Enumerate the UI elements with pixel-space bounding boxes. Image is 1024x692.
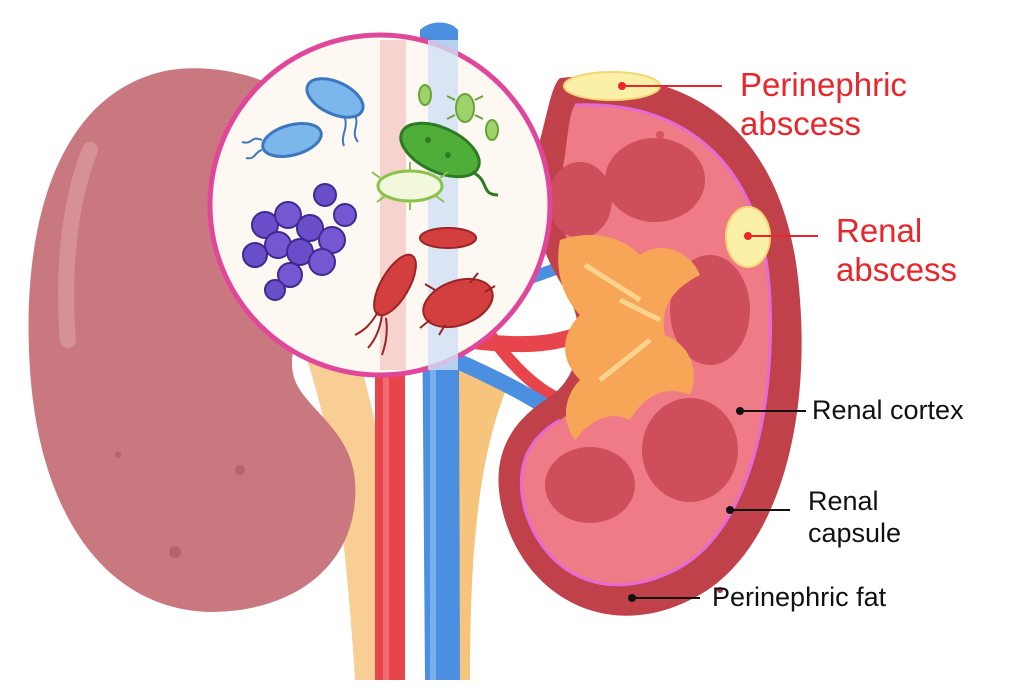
bacterium-green-small-2 (418, 84, 432, 106)
label-perinephric-abscess-line2: abscess (740, 104, 862, 142)
medulla-pyramid (548, 162, 612, 238)
renal-pelvis (558, 235, 700, 440)
magnifier (207, 32, 553, 378)
label-renal-abscess-line1: Renal (836, 212, 923, 249)
bacterium-red-1 (419, 227, 477, 249)
bacterium-green-small-3 (485, 119, 499, 141)
cortex-spot (717, 587, 723, 593)
cortex-spot (656, 131, 664, 139)
bacterium-blue-1 (305, 77, 365, 147)
cocci-cluster (242, 183, 357, 301)
medulla-pyramid (670, 255, 750, 365)
bacterium-red-2 (354, 253, 417, 356)
medulla-pyramid (605, 138, 705, 222)
kidney-spot (115, 452, 121, 458)
label-perinephric-fat: Perinephric fat (712, 582, 886, 614)
label-renal-abscess-line2: abscess (836, 250, 958, 288)
label-renal-capsule-line1: Renal (808, 486, 879, 516)
bacterium-blue-2 (241, 122, 323, 160)
label-renal-capsule-line2: capsule (808, 517, 902, 548)
leader-lines (618, 82, 818, 240)
bacterium-green-large (399, 121, 499, 197)
label-perinephric-abscess-line1: Perinephric (740, 66, 907, 103)
label-renal-cortex: Renal cortex (812, 395, 964, 427)
label-renal-abscess: Renal abscess (836, 212, 957, 290)
label-renal-cortex-text: Renal cortex (812, 395, 964, 425)
bacterium-red-3 (419, 272, 496, 336)
label-perinephric-fat-text: Perinephric fat (712, 582, 887, 612)
leader-lines-black (628, 407, 806, 602)
renal-capsule (519, 103, 773, 587)
kidney-spot (235, 465, 245, 475)
medulla-pyramid (642, 398, 738, 502)
medulla-pyramid (545, 447, 635, 523)
kidney-spot (169, 546, 181, 558)
label-perinephric-abscess: Perinephric abscess (740, 66, 907, 144)
bacterium-green-small-1 (446, 93, 484, 123)
label-renal-capsule: Renal capsule (808, 486, 901, 550)
bacterium-green-outline (371, 162, 449, 210)
right-kidney (498, 71, 802, 616)
